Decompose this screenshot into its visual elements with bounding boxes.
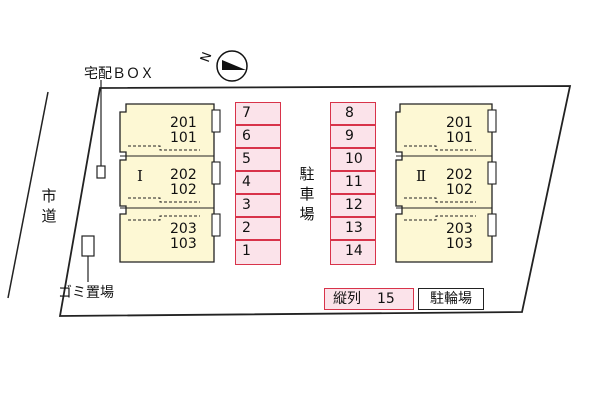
parking-space: 14 — [330, 240, 376, 265]
unit-number: 202 — [446, 167, 473, 183]
unit-number: 103 — [446, 236, 473, 252]
unit-number: 102 — [170, 182, 197, 198]
tandem-number: 15 — [377, 291, 395, 307]
delivery-box-marker — [96, 165, 106, 179]
parking-space: 13 — [330, 217, 376, 240]
garbage-marker — [81, 235, 95, 257]
unit-number: 203 — [170, 221, 197, 237]
parking-space: 5 — [235, 148, 281, 171]
building-1-shape — [119, 103, 221, 263]
parking-space: 4 — [235, 171, 281, 194]
delivery-box-label: 宅配ＢＯＸ — [84, 66, 154, 82]
unit-number: 201 — [446, 115, 473, 131]
parking-space: 6 — [235, 125, 281, 148]
unit-number: 203 — [446, 221, 473, 237]
tandem-parking-space: 縦列 15 — [324, 288, 414, 310]
parking-space: 10 — [330, 148, 376, 171]
bicycle-parking-label: 駐輪場 — [418, 288, 484, 310]
unit-number: 202 — [170, 167, 197, 183]
road-label-char: 市 — [41, 187, 57, 205]
parking-space: 11 — [330, 171, 376, 194]
parking-label-char: 車 — [299, 185, 315, 203]
building-1-name: Ⅰ — [137, 167, 143, 185]
compass-label: N — [198, 50, 215, 64]
parking-space: 2 — [235, 217, 281, 240]
road-edge-line — [7, 91, 49, 299]
parking-label-char: 駐 — [299, 165, 315, 183]
parking-space: 1 — [235, 240, 281, 265]
north-arrow-icon: N — [198, 50, 248, 82]
building-2-shape — [395, 103, 497, 263]
unit-number: 103 — [170, 236, 197, 252]
building-2-name: Ⅱ — [416, 167, 427, 185]
unit-number: 102 — [446, 182, 473, 198]
garbage-label: ゴミ置場 — [58, 285, 114, 301]
parking-label: 駐 車 場 — [298, 164, 316, 224]
parking-space: 3 — [235, 194, 281, 217]
unit-number: 201 — [170, 115, 197, 131]
parking-space: 8 — [330, 102, 376, 125]
unit-number: 101 — [170, 130, 197, 146]
unit-number: 101 — [446, 130, 473, 146]
road-label: 市 道 — [40, 186, 58, 226]
parking-space: 7 — [235, 102, 281, 125]
tandem-label: 縦列 — [333, 291, 361, 307]
road-label-char: 道 — [41, 207, 57, 225]
parking-space: 9 — [330, 125, 376, 148]
parking-space: 12 — [330, 194, 376, 217]
parking-label-char: 場 — [299, 205, 315, 223]
